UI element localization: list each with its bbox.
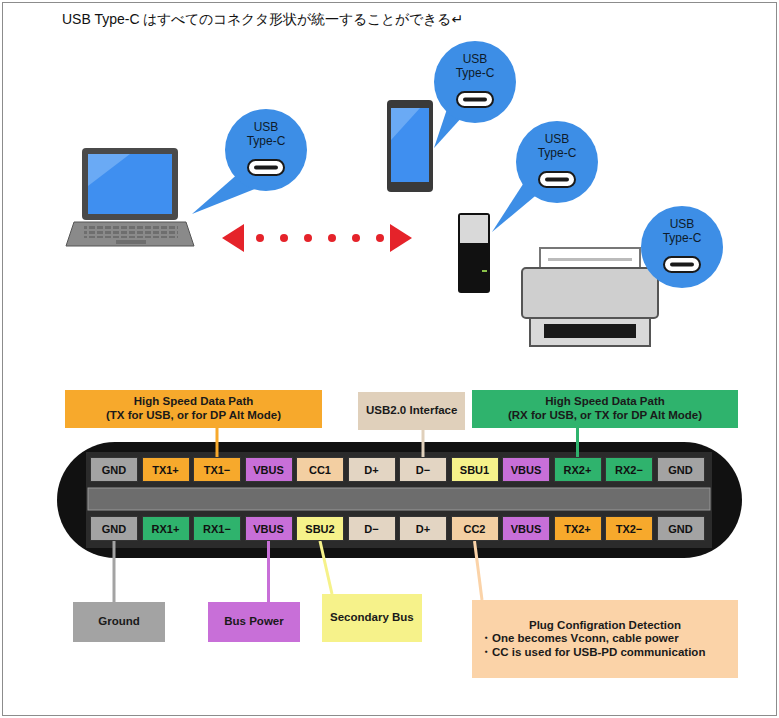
leader-line — [475, 541, 483, 600]
note-text: ・One becomes Vconn, cable power — [480, 632, 730, 646]
pin-name: VBUS — [511, 464, 542, 476]
pin-name: D+ — [364, 464, 378, 476]
pin-cell: TX2− — [605, 516, 653, 541]
speech-bubble: USB Type-C — [515, 120, 599, 204]
label-text: Secondary Bus — [330, 611, 414, 625]
note-text: ・CC is used for USB-PD communication — [480, 646, 730, 660]
pin-name: GND — [668, 464, 692, 476]
pin-cell: VBUS — [502, 457, 550, 482]
callout-box: Secondary Bus — [322, 594, 422, 642]
pin-cell: RX1+ — [142, 516, 190, 541]
pin-cell: VBUS — [502, 516, 550, 541]
pin-name: SBU1 — [460, 464, 489, 476]
pin-name: TX1+ — [152, 464, 179, 476]
pin-name: VBUS — [253, 464, 284, 476]
label-text: USB2.0 Interface — [366, 404, 457, 418]
pin-name: TX2+ — [564, 523, 591, 535]
pin-cell: SBU2 — [296, 516, 344, 541]
port-icon — [248, 160, 284, 175]
port-icon — [457, 92, 493, 107]
pin-cell: RX2− — [605, 457, 653, 482]
pin-name: D− — [364, 523, 378, 535]
pin-cell: CC1 — [296, 457, 344, 482]
pin-name: GND — [668, 523, 692, 535]
pin-name: D− — [416, 464, 430, 476]
pin-cell: SBU1 — [451, 457, 499, 482]
connector-body — [57, 442, 742, 558]
speech-bubble: USB Type-C — [224, 108, 308, 192]
label-text: High Speed Data Path — [73, 395, 314, 409]
leader-line — [216, 428, 219, 457]
pin-cell: D− — [399, 457, 447, 482]
pin-cell: GND — [90, 516, 138, 541]
pin-cell: D+ — [399, 516, 447, 541]
page-title: USB Type-C はすべてのコネクタ形状が統一することができる↵ — [62, 11, 463, 29]
phone-icon — [387, 100, 433, 192]
pin-name: CC1 — [309, 464, 331, 476]
callout-box: High Speed Data Path(TX for USB, or for … — [65, 390, 322, 428]
pin-name: D+ — [416, 523, 430, 535]
callout-box: USB2.0 Interface — [358, 392, 465, 430]
port-icon — [664, 257, 700, 272]
pin-name: RX1− — [203, 523, 231, 535]
pin-cell: TX2+ — [554, 516, 602, 541]
leader-line — [113, 541, 116, 602]
pin-name: TX1− — [204, 464, 231, 476]
laptop-icon — [66, 148, 194, 246]
leader-line — [576, 428, 579, 457]
pin-cell: RX2+ — [554, 457, 602, 482]
pin-name: RX1+ — [152, 523, 180, 535]
pin-cell: GND — [657, 516, 705, 541]
label-text: Plug Configration Detection — [480, 619, 730, 633]
label-text: Ground — [81, 615, 157, 629]
label-text: Bus Power — [216, 615, 292, 629]
callout-box: Plug Configration Detection・One becomes … — [472, 600, 738, 678]
printer-icon — [522, 248, 658, 346]
pin-cell: RX1− — [193, 516, 241, 541]
pin-cell: VBUS — [245, 516, 293, 541]
callout-box: Bus Power — [208, 602, 300, 642]
pin-name: VBUS — [253, 523, 284, 535]
leader-line — [267, 541, 270, 602]
pin-cell: GND — [657, 457, 705, 482]
label-text: USB Type-C — [529, 132, 585, 160]
link-arrow — [222, 224, 412, 252]
pin-name: GND — [102, 464, 126, 476]
label-text: USB Type-C — [654, 217, 710, 245]
speech-bubble: USB Type-C — [433, 40, 517, 124]
pin-name: SBU2 — [305, 523, 334, 535]
pin-cell: D+ — [348, 457, 396, 482]
drive-icon — [458, 213, 490, 293]
note-text: (TX for USB, or for DP Alt Mode) — [73, 409, 314, 423]
callout-box: High Speed Data Path(RX for USB, or TX f… — [472, 390, 738, 428]
pin-name: RX2− — [615, 464, 643, 476]
pin-name: VBUS — [511, 523, 542, 535]
pin-cell: TX1− — [193, 457, 241, 482]
speech-bubble: USB Type-C — [640, 205, 724, 289]
pin-name: GND — [102, 523, 126, 535]
pin-name: TX2− — [616, 523, 643, 535]
label-text: High Speed Data Path — [480, 395, 730, 409]
leader-line — [320, 541, 332, 594]
note-text: (RX for USB, or TX for DP Alt Mode) — [480, 409, 730, 423]
pin-name: RX2+ — [564, 464, 592, 476]
pin-cell: VBUS — [245, 457, 293, 482]
label-text: USB Type-C — [238, 120, 294, 148]
pin-cell: CC2 — [451, 516, 499, 541]
pin-cell: D− — [348, 516, 396, 541]
label-text: USB Type-C — [447, 52, 503, 80]
pin-name: CC2 — [463, 523, 485, 535]
leader-line — [422, 430, 425, 457]
port-icon — [539, 172, 575, 187]
pin-cell: GND — [90, 457, 138, 482]
pin-cell: TX1+ — [142, 457, 190, 482]
page-frame — [3, 3, 777, 716]
callout-box: Ground — [73, 602, 165, 642]
